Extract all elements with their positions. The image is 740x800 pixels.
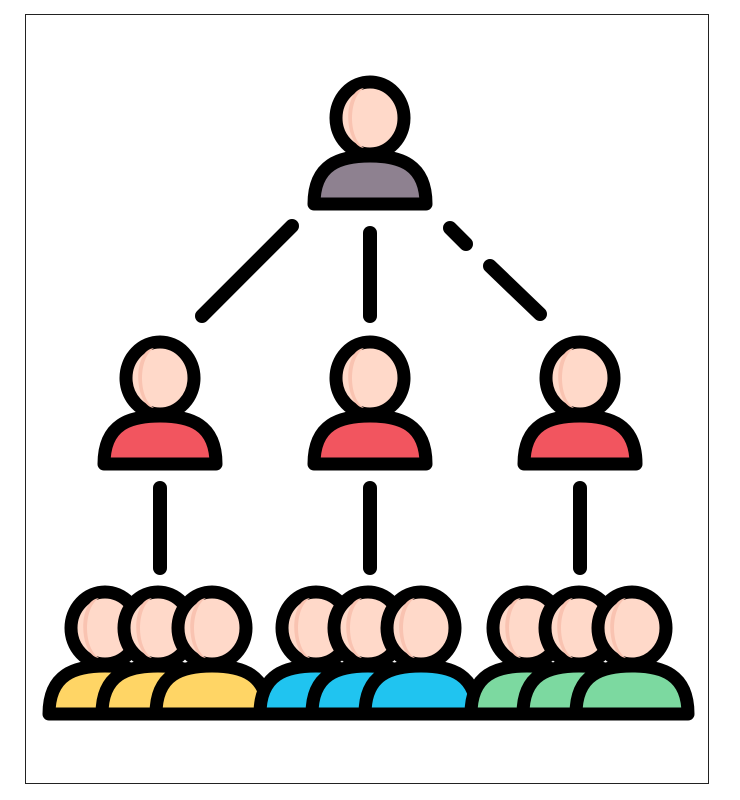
- head-shading: [294, 598, 310, 658]
- manager-person-icon: [517, 335, 643, 471]
- manager-person-icon: [307, 335, 433, 471]
- person-head: [591, 585, 673, 671]
- person-body: [97, 409, 223, 471]
- head-shading: [505, 598, 521, 658]
- person-body: [149, 659, 275, 721]
- head-shading: [83, 598, 99, 658]
- head-shading: [346, 598, 362, 658]
- head-shading: [348, 348, 364, 408]
- person-head: [329, 75, 411, 161]
- connector-line: [443, 221, 473, 251]
- head-shading: [610, 598, 626, 658]
- head-shading: [399, 598, 415, 658]
- person-head: [539, 335, 621, 421]
- team-member-icon: [569, 585, 695, 721]
- person-body: [569, 659, 695, 721]
- leader-person-icon: [307, 75, 433, 211]
- head-shading: [136, 598, 152, 658]
- head-shading: [557, 598, 573, 658]
- connector-line: [483, 259, 547, 321]
- person-body: [307, 149, 433, 211]
- head-shading: [558, 348, 574, 408]
- connector-line: [195, 219, 299, 323]
- person-body: [307, 409, 433, 471]
- person-body: [358, 659, 484, 721]
- person-head: [329, 335, 411, 421]
- head-shading: [348, 88, 364, 148]
- person-head: [380, 585, 462, 671]
- person-head: [171, 585, 253, 671]
- person-head: [119, 335, 201, 421]
- head-shading: [190, 598, 206, 658]
- person-body: [517, 409, 643, 471]
- image-frame: [25, 14, 709, 784]
- manager-person-icon: [97, 335, 223, 471]
- head-shading: [138, 348, 154, 408]
